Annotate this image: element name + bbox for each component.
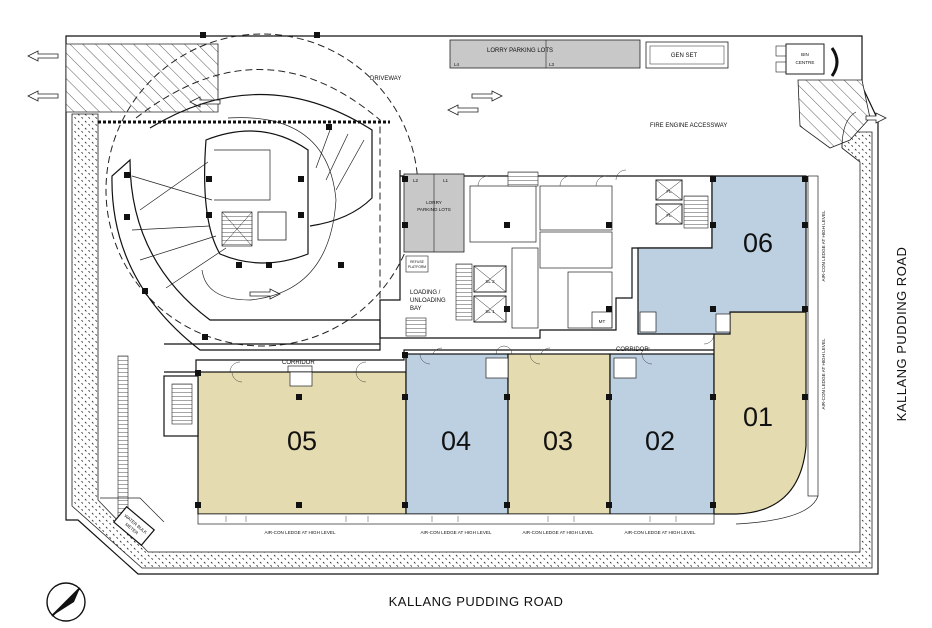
compass-arrow-icon [46,582,86,622]
road-label-right: KALLANG PUDDING ROAD [894,247,909,422]
lorry-parking-mid-label-2: PARKING LOTS [417,207,451,212]
lorry-parking-top: LORRY PARKING LOTS L4 L3 [449,39,641,69]
unit-label-04: 04 [441,426,471,456]
meter-room-label: MT [599,319,606,324]
aircon-ledge-label-02: AIR-CON LEDGE AT HIGH LEVEL [624,530,695,535]
bin-centre-label-2: CENTRE [796,60,815,65]
unit-columns [195,176,808,508]
unit-label-02: 02 [645,426,675,456]
aircon-ledge: AIR-CON LEDGE AT HIGH LEVEL AIR-CON LEDG… [197,175,826,535]
service-core: L2 L1 LORRY PARKING LOTS REFUSE PLATFORM… [379,169,713,339]
lorry-parking-top-label: LORRY PARKING LOTS [487,48,553,54]
ramp-columns [124,32,344,340]
loading-bay-label-2: UNLOADING [410,298,446,304]
aircon-ledge-label-06: AIR-CON LEDGE AT HIGH LEVEL [821,210,826,281]
hatched-ramp-top-right [797,79,871,149]
lot-label-l1: L1 [443,178,449,183]
site-boundary [65,35,879,575]
lot-label-l3: L3 [549,62,555,67]
lift-label-sl1: SL 1 [485,309,495,314]
corridor-left-label: CORRIDOR [282,360,315,366]
platform-label-1: REFUSE [410,260,424,264]
aircon-ledge-label-01: AIR-CON LEDGE AT HIGH LEVEL [821,338,826,409]
lot-label-l2: L2 [413,178,419,183]
aircon-ledge-label-04: AIR-CON LEDGE AT HIGH LEVEL [420,530,491,535]
aircon-ledge-label-05: AIR-CON LEDGE AT HIGH LEVEL [264,530,335,535]
aircon-ledge-label-03: AIR-CON LEDGE AT HIGH LEVEL [522,530,593,535]
fire-engine-accessway-label: FIRE ENGINE ACCESSWAY [650,123,727,129]
unit-04[interactable] [405,353,509,515]
road-label-bottom: KALLANG PUDDING ROAD [389,594,564,609]
unit-label-06: 06 [743,228,773,258]
unit-03[interactable] [507,353,611,515]
platform-label-2: PLATFORM [408,265,426,269]
lift-label-sl2: SL 2 [485,279,495,284]
bin-centre-label-1: BIN [801,52,809,57]
loading-bay-label-1: LOADING / [410,290,441,296]
unit-label-03: 03 [543,426,573,456]
bin-centre: BIN CENTRE [775,43,839,77]
unit-01[interactable] [713,311,807,515]
hatched-ramp-top-left [65,43,219,113]
lift-label-fl1: FL [666,189,672,194]
lift-label-fl2: FL [666,213,672,218]
corridor-right-label: CORRIDOR [616,347,649,353]
unit-06[interactable] [637,175,807,335]
lorry-parking-mid-label-1: LORRY [426,200,442,205]
unit-02[interactable] [609,353,715,515]
gen-set: GEN SET [645,41,729,69]
unit-label-01: 01 [743,402,773,432]
gen-set-label: GEN SET [671,53,698,59]
driveway-label: DRIVEWAY [370,76,401,82]
unit-label-05: 05 [287,426,317,456]
left-stair [100,355,199,523]
lot-label-l4: L4 [454,62,460,67]
loading-bay-label-3: BAY [410,306,422,312]
arrow-icon [27,50,887,300]
